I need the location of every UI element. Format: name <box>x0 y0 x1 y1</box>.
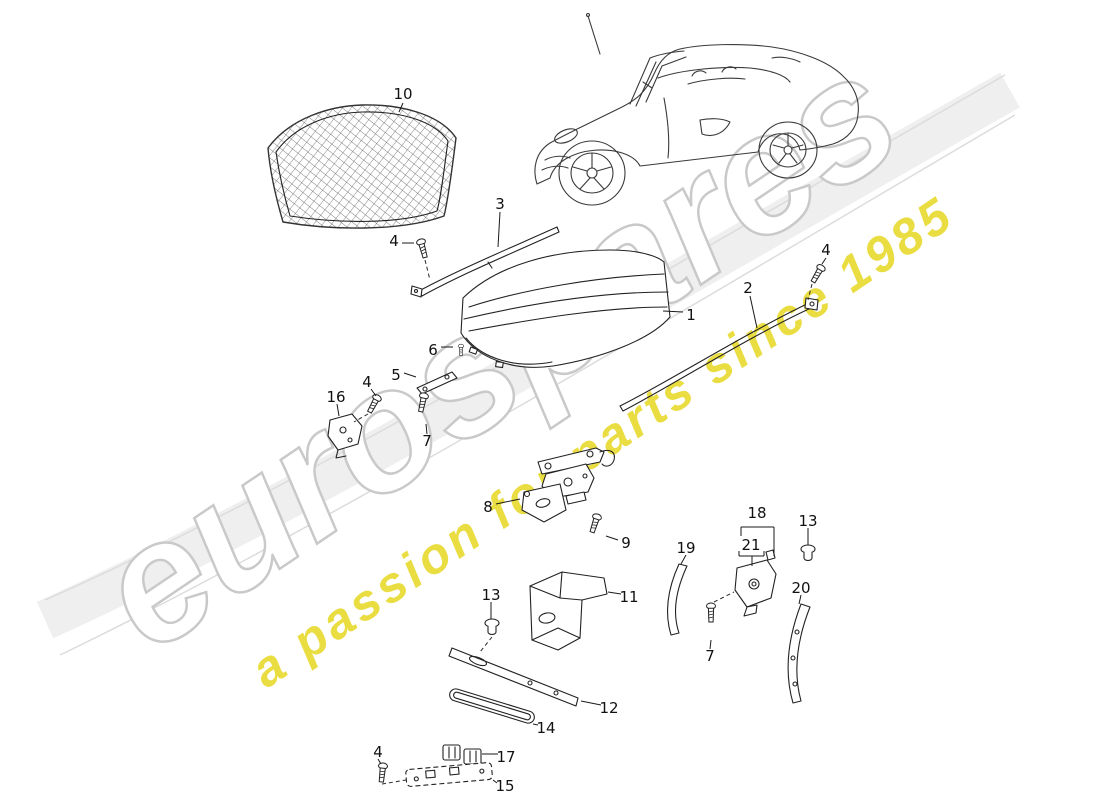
callout-1: 1 <box>686 306 696 324</box>
part-13-grommet-right <box>800 544 816 562</box>
callout-13-left: 13 <box>481 586 500 604</box>
callout-4-mid: 4 <box>362 373 372 391</box>
callout-14: 14 <box>536 719 555 737</box>
part-19-gasket-strip <box>666 563 688 636</box>
part-21-latch-striker <box>734 549 777 617</box>
leader-lines <box>336 102 827 784</box>
dashed-leader-lines <box>353 259 813 785</box>
part-8-latch-mechanism <box>521 447 615 523</box>
callout-2: 2 <box>743 279 753 297</box>
part-3-front-rail <box>410 226 560 298</box>
part-10-mesh-panel <box>267 104 457 229</box>
car-illustration <box>534 12 859 206</box>
callout-19: 19 <box>676 539 695 557</box>
part-20-gasket-strip <box>787 603 811 704</box>
part-15-mounting-strip <box>405 762 493 787</box>
callout-4-top: 4 <box>389 232 399 250</box>
screw-4-bottom <box>376 762 389 783</box>
screw-4-top <box>415 237 430 260</box>
callout-4-bottom: 4 <box>373 743 383 761</box>
callout-6: 6 <box>428 341 438 359</box>
callout-7-lower: 7 <box>705 647 715 665</box>
callout-3: 3 <box>495 195 505 213</box>
part-2-side-rail <box>619 297 819 412</box>
callout-11: 11 <box>619 588 638 606</box>
callout-8: 8 <box>483 498 493 516</box>
screw-7-lower <box>706 602 716 623</box>
screw-9 <box>587 512 603 535</box>
part-5-bracket <box>416 371 458 395</box>
part-1-soft-top <box>460 249 671 369</box>
part-13-grommet-left <box>484 618 500 636</box>
callout-9: 9 <box>621 534 631 552</box>
callout-20: 20 <box>791 579 810 597</box>
callout-17: 17 <box>496 748 515 766</box>
callout-15: 15 <box>495 777 514 795</box>
part-17-clips <box>442 744 482 765</box>
callout-13-right: 13 <box>798 512 817 530</box>
callout-21: 21 <box>741 536 760 554</box>
part-11-bracket <box>529 571 608 651</box>
part-12-trim-strip <box>448 647 579 707</box>
callout-12: 12 <box>599 699 618 717</box>
callout-16: 16 <box>326 388 345 406</box>
callout-5: 5 <box>391 366 401 384</box>
callout-7-upper: 7 <box>422 432 432 450</box>
callout-10: 10 <box>393 85 412 103</box>
callout-18: 18 <box>747 504 766 522</box>
callout-4-right: 4 <box>821 241 831 259</box>
part-14-trim-strip <box>449 688 535 724</box>
watermark-swoosh <box>36 72 1020 656</box>
part-16-bracket <box>327 413 363 459</box>
